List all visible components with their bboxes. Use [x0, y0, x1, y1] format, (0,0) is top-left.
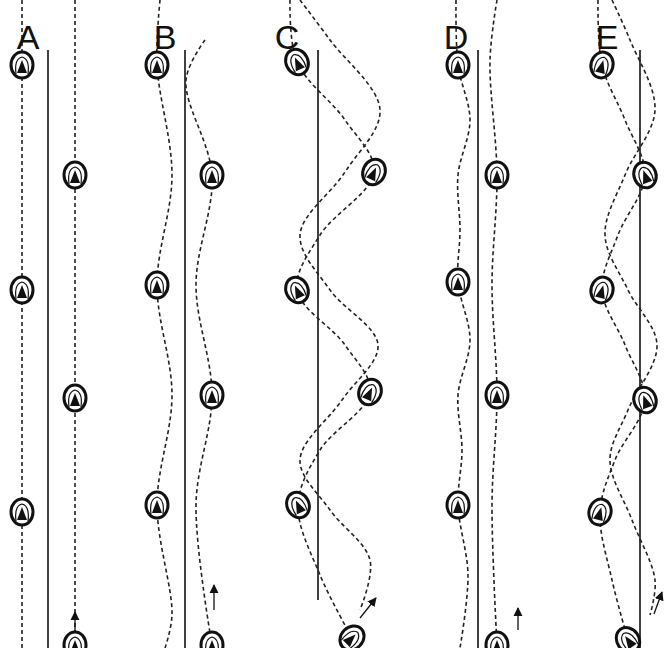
center-line [184, 50, 186, 648]
hoofprint [283, 489, 314, 522]
column-letter: C [275, 20, 300, 54]
hoofprint [630, 159, 660, 191]
hoofprint [64, 162, 86, 188]
track-column [146, 0, 223, 648]
hoofprint [588, 275, 616, 306]
hoofprint [64, 385, 86, 411]
hoofprint [486, 162, 508, 188]
hoof-path [490, 0, 497, 645]
hoofprint [447, 269, 469, 295]
hoofprint [201, 632, 223, 648]
column-letter: D [444, 20, 469, 54]
hoof-path [21, 0, 23, 648]
hoofprint [486, 632, 508, 648]
hoofprint [11, 277, 33, 303]
hoofprint [146, 52, 168, 78]
hoof-path [598, 0, 645, 640]
hoof-path [74, 0, 76, 648]
hoofprint [486, 382, 508, 408]
direction-arrow [360, 598, 376, 618]
direction-arrow [213, 585, 214, 610]
direction-arrow [654, 592, 662, 614]
hoofprint [146, 272, 168, 298]
track-column [447, 0, 518, 648]
column-letter: A [17, 20, 40, 54]
hoofprint [630, 384, 660, 416]
center-line [47, 50, 49, 648]
hoof-path [186, 40, 212, 645]
hoofprint [447, 492, 469, 518]
track-column [282, 0, 390, 648]
hoofprint [359, 156, 390, 189]
hoof-path [157, 0, 172, 648]
track-column [11, 0, 86, 648]
hoofprint [64, 632, 86, 648]
hoofprint [447, 52, 469, 78]
hoof-path [605, 0, 657, 615]
hoofprint [201, 382, 223, 408]
hoofprint [612, 623, 645, 648]
column-letter: E [596, 20, 619, 54]
hoofprint [201, 162, 223, 188]
hoofprint [335, 621, 369, 648]
track-column [586, 0, 662, 648]
column-letter: B [154, 20, 177, 54]
hoofprint [355, 376, 386, 409]
direction-arrow [74, 612, 75, 632]
hoofprint [146, 492, 168, 518]
center-line [317, 50, 319, 600]
hoofprint [586, 497, 614, 528]
hoofprint [588, 50, 616, 81]
hoofprint [11, 52, 33, 78]
hoof-path [300, 0, 380, 610]
hoof-path [290, 0, 374, 638]
hoofprint [11, 499, 33, 525]
hoofprint [282, 274, 313, 307]
hoof-path [456, 0, 470, 648]
center-line [477, 50, 479, 648]
direction-arrow [517, 608, 518, 630]
center-line [639, 50, 641, 648]
